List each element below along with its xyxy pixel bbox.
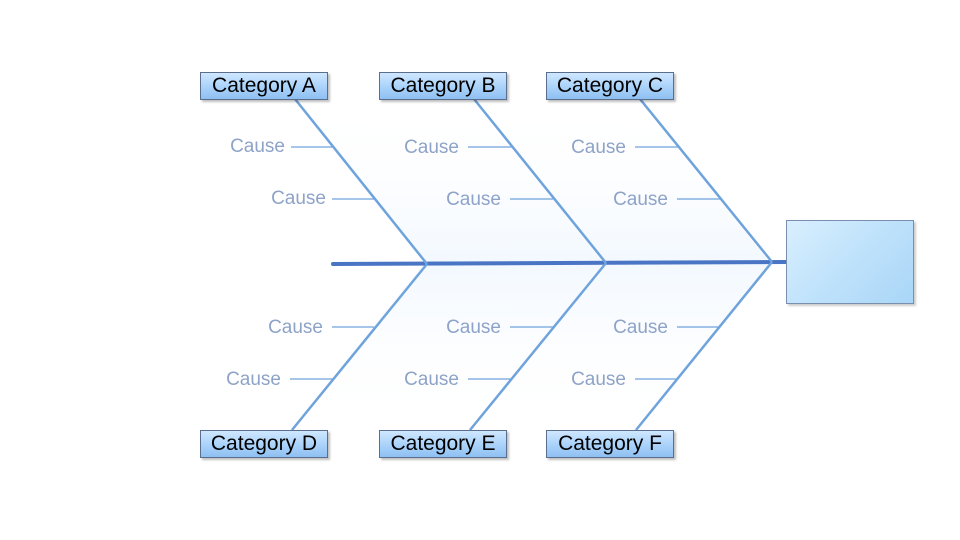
cause-d1-label: Cause	[268, 317, 323, 338]
cause-d2-label: Cause	[226, 369, 281, 390]
spine-line	[331, 260, 788, 266]
cause-f2-label: Cause	[571, 369, 626, 390]
shade-upper-2	[473, 100, 770, 263]
bone-d	[291, 263, 428, 431]
bone-f	[635, 261, 773, 431]
cause-f1-label: Cause	[613, 317, 668, 338]
cause-c2-label: Cause	[613, 189, 668, 210]
effect-box	[786, 220, 914, 304]
cause-b1-label: Cause	[404, 137, 459, 158]
cause-c1-label: Cause	[571, 137, 626, 158]
cause-a1-label: Cause	[230, 136, 285, 157]
cause-e1-label: Cause	[446, 317, 501, 338]
bone-c	[639, 98, 773, 263]
cause-e2-label: Cause	[404, 369, 459, 390]
bone-b	[473, 98, 607, 264]
category-a-box: Category A	[200, 72, 328, 100]
shade-upper	[290, 100, 604, 263]
category-c-box: Category C	[546, 72, 674, 100]
category-b-box: Category B	[379, 72, 507, 100]
category-f-box: Category F	[546, 430, 674, 458]
bone-a	[294, 98, 428, 265]
category-d-box: Category D	[200, 430, 328, 458]
shade-lower	[290, 263, 604, 428]
cause-a2-label: Cause	[271, 188, 326, 209]
cause-b2-label: Cause	[446, 189, 501, 210]
shade-lower-2	[473, 263, 770, 428]
bone-e	[469, 262, 607, 431]
category-e-box: Category E	[379, 430, 507, 458]
